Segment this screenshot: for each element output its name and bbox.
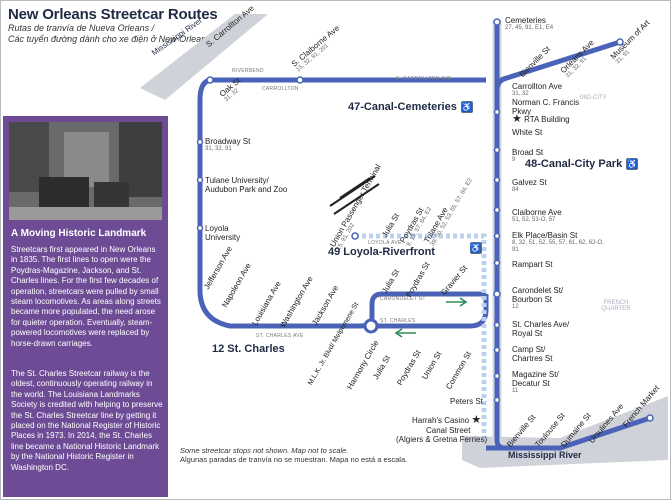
stop-dot xyxy=(493,290,501,298)
subtitle-spanish: Rutas de tranvía de Nueva Orleans / xyxy=(8,23,155,33)
note-spanish: Algunas paradas de tranvía no se muestra… xyxy=(180,455,408,464)
route-label-canal-cemeteries: 47-Canal-Cemeteries♿ xyxy=(348,101,473,114)
neighborhood-mid-city: MID-CITY xyxy=(580,95,607,101)
stop-dot xyxy=(296,76,304,84)
stop-dot xyxy=(493,372,501,380)
river-top xyxy=(140,14,268,100)
stop-tulane-audubon: Tulane University/ Audubon Park and Zoo xyxy=(205,176,288,194)
stop-dot xyxy=(493,18,501,26)
star-icon: ★ xyxy=(471,414,482,426)
street-label-st-charles-short: ST. CHARLES xyxy=(380,318,416,324)
harmony-circle-marker xyxy=(363,318,379,334)
stop-canal-street-sub: (Algiers & Gretna Ferries) xyxy=(396,435,488,444)
route-line-loyola-dashed xyxy=(355,233,487,440)
street-label-carondelet: CARONDELET ST xyxy=(380,296,426,302)
stop-canal-street: Canal Street xyxy=(426,426,471,435)
direction-arrow-icon xyxy=(394,328,416,338)
route-line-city-park xyxy=(494,39,621,91)
historic-photo xyxy=(9,122,162,220)
route-label-canal-city-park: 48-Canal-City Park♿ xyxy=(525,158,639,171)
stop-dot xyxy=(493,346,501,354)
route-line-riverfront xyxy=(486,415,651,451)
map-note: Some streetcar stops not shown. Map not … xyxy=(180,446,407,464)
stop-dot xyxy=(493,206,501,214)
stop-dot xyxy=(493,232,501,240)
note-english: Some streetcar stops not shown. Map not … xyxy=(180,446,349,455)
history-sidebar: A Moving Historic Landmark Streetcars fi… xyxy=(3,116,168,497)
stop-st-charles-royal: St. Charles Ave/ Royal St xyxy=(512,320,570,338)
stop-dot xyxy=(616,38,624,46)
streetcar-icon xyxy=(329,175,380,215)
route-line-st-charles xyxy=(197,77,486,329)
street-label-st-charles-ave: ST. CHARLES AVE xyxy=(256,333,304,339)
stop-rta-building: ★ RTA Building xyxy=(512,113,570,125)
stop-dot xyxy=(493,396,501,404)
street-label-carrollton: CARROLLTON xyxy=(262,86,299,92)
stop-dot xyxy=(196,138,204,146)
wheelchair-icon: ♿ xyxy=(460,101,473,114)
neighborhood-french-quarter: FRENCH QUARTER xyxy=(601,300,631,312)
stop-harrahs: Harrah's Casino ★ xyxy=(412,414,482,426)
street-label-s-carrollton-ave: S. CARROLLTON AVE xyxy=(396,76,452,82)
stop-white-st: White St xyxy=(512,128,543,137)
sidebar-paragraph-1: Streetcars first appeared in New Orleans… xyxy=(11,245,161,348)
title-block: New Orleans Streetcar Routes Rutas de tr… xyxy=(8,6,218,45)
sidebar-paragraph-2: The St. Charles Streetcar railway is the… xyxy=(11,369,163,472)
stop-dot xyxy=(206,76,214,84)
stop-dot xyxy=(493,146,501,154)
stop-dot xyxy=(493,108,501,116)
stop-dot xyxy=(493,259,501,267)
route-label-st-charles: 12 St. Charles xyxy=(212,343,285,355)
stop-camp-chartres: Camp St/ Chartres St xyxy=(512,345,553,363)
street-label-riverbend: RIVERBEND xyxy=(232,68,264,74)
route-label-loyola-riverfront: 49 Loyola-Riverfront xyxy=(328,246,435,258)
historic-photo-art xyxy=(9,122,162,220)
river-bottom-label: Mississippi River xyxy=(508,450,582,460)
direction-arrow-icon xyxy=(446,297,468,307)
stop-rampart: Rampart St xyxy=(512,260,553,269)
stop-dot xyxy=(196,176,204,184)
sidebar-heading: A Moving Historic Landmark xyxy=(11,228,147,239)
page-title: New Orleans Streetcar Routes xyxy=(8,6,218,23)
stop-dot xyxy=(493,321,501,329)
star-icon: ★ xyxy=(512,113,522,125)
stop-norman-francis: Norman C. Francis Pkwy xyxy=(512,98,580,116)
stop-peters-st: Peters St xyxy=(450,397,483,406)
street-label-loyola: LOYOLA AVE xyxy=(368,240,402,246)
stop-loyola-university: Loyola University xyxy=(205,224,241,242)
wheelchair-icon: ♿ xyxy=(470,242,482,254)
subtitle-vietnamese: Các tuyến đường dành cho xe điện ở New O… xyxy=(8,34,211,44)
stop-dot xyxy=(351,232,359,240)
stop-dot xyxy=(646,414,654,422)
wheelchair-icon: ♿ xyxy=(626,158,639,171)
stop-dot xyxy=(196,224,204,232)
stop-dot xyxy=(493,176,501,184)
